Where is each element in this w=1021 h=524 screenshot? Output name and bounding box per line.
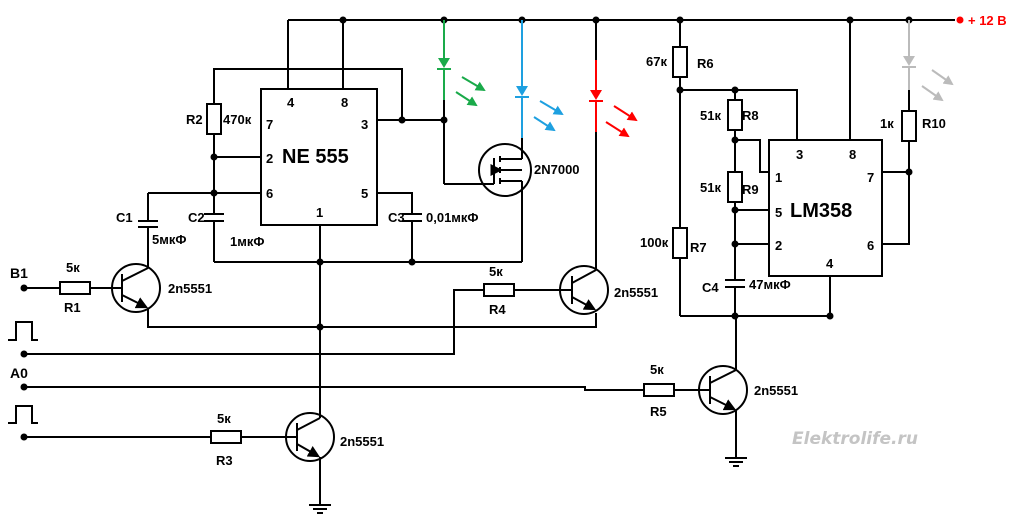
capacitor-c3 (402, 213, 422, 222)
ne555-pin-5: 5 (361, 186, 368, 201)
pulse-icon-1 (8, 321, 38, 341)
c1-value: 5мкФ (152, 232, 186, 247)
power-rail (288, 16, 964, 24)
r5-ref: R5 (650, 404, 667, 419)
mosfet-2n7000 (444, 143, 532, 197)
input-a0-label: A0 (10, 365, 28, 381)
lm358-pin-5: 5 (775, 205, 782, 220)
resistor-r6 (672, 46, 688, 78)
transistor-q4 (674, 316, 748, 467)
resistor-r1 (59, 281, 91, 295)
ne555-pin-1: 1 (316, 205, 323, 220)
lm358-pin-7: 7 (867, 170, 874, 185)
r6-ref: R6 (697, 56, 714, 71)
r4-ref: R4 (489, 302, 506, 317)
input-b1-label: B1 (10, 265, 28, 281)
ne555-chip: NE 555 4 8 7 3 2 6 5 1 (260, 88, 378, 226)
led-red (589, 20, 638, 264)
resistor-r7 (672, 227, 688, 259)
led-blue (515, 20, 564, 262)
r4-value: 5к (489, 264, 503, 279)
r3-ref: R3 (216, 453, 233, 468)
ne555-name: NE 555 (282, 146, 349, 168)
capacitor-c4 (725, 279, 745, 288)
r3-value: 5к (217, 411, 231, 426)
resistor-r4 (483, 283, 515, 297)
r5-value: 5к (650, 362, 664, 377)
pulse-icon-2 (8, 405, 38, 424)
r6-value: 67к (646, 54, 667, 69)
lm358-pin-3: 3 (796, 147, 803, 162)
lm358-chip: LM358 3 8 1 7 5 2 6 4 (768, 139, 883, 277)
r8-value: 51к (700, 108, 721, 123)
r2-value: 470к (223, 112, 252, 127)
power-label: + 12 В (968, 13, 1007, 28)
watermark: Elektrolife.ru (792, 429, 918, 449)
lm358-pin-8: 8 (849, 147, 856, 162)
ne555-pin-2: 2 (266, 151, 273, 166)
r10-ref: R10 (922, 116, 946, 131)
led-gray (902, 20, 954, 111)
c4-value: 47мкФ (749, 277, 791, 292)
r1-value: 5к (66, 260, 80, 275)
q3-label: 2n5551 (340, 434, 384, 449)
ne555-pin-8: 8 (341, 95, 348, 110)
r2-ref: R2 (186, 112, 203, 127)
capacitor-c1 (138, 193, 158, 263)
c3-ref: C3 (388, 210, 405, 225)
ne555-pin-3: 3 (361, 117, 368, 132)
resistor-r3 (210, 430, 242, 444)
ne555-pin-4: 4 (287, 95, 295, 110)
r10-value: 1к (880, 116, 894, 131)
q2-label: 2n5551 (614, 285, 658, 300)
lm358-pin-2: 2 (775, 238, 782, 253)
r1-ref: R1 (64, 300, 81, 315)
c2-ref: C2 (188, 210, 205, 225)
c4-ref: C4 (702, 280, 719, 295)
r9-ref: R9 (742, 182, 759, 197)
c1-ref: C1 (116, 210, 133, 225)
mosfet-label: 2N7000 (534, 162, 580, 177)
capacitor-c2 (204, 213, 224, 222)
lm358-pin-6: 6 (867, 238, 874, 253)
q4-label: 2n5551 (754, 383, 798, 398)
resistor-r2 (206, 103, 222, 135)
ne555-pin-6: 6 (266, 186, 273, 201)
transistor-q2 (24, 264, 609, 355)
transistor-q3 (241, 412, 335, 514)
lm358-pin-4: 4 (826, 256, 834, 271)
resistor-r9 (727, 171, 743, 203)
c3-value: 0,01мкФ (426, 210, 479, 225)
c2-value: 1мкФ (230, 234, 264, 249)
resistor-r10 (901, 110, 917, 142)
transistor-q1 (24, 263, 597, 328)
r9-value: 51к (700, 180, 721, 195)
r8-ref: R8 (742, 108, 759, 123)
resistor-r5 (643, 383, 675, 397)
q1-label: 2n5551 (168, 281, 212, 296)
r7-value: 100к (640, 235, 669, 250)
resistor-r8 (727, 99, 743, 131)
ne555-pin-7: 7 (266, 117, 273, 132)
lm358-name: LM358 (790, 200, 852, 222)
lm358-pin-1: 1 (775, 170, 782, 185)
led-green (437, 20, 486, 184)
lm358-wiring (676, 20, 913, 320)
r7-ref: R7 (690, 240, 707, 255)
